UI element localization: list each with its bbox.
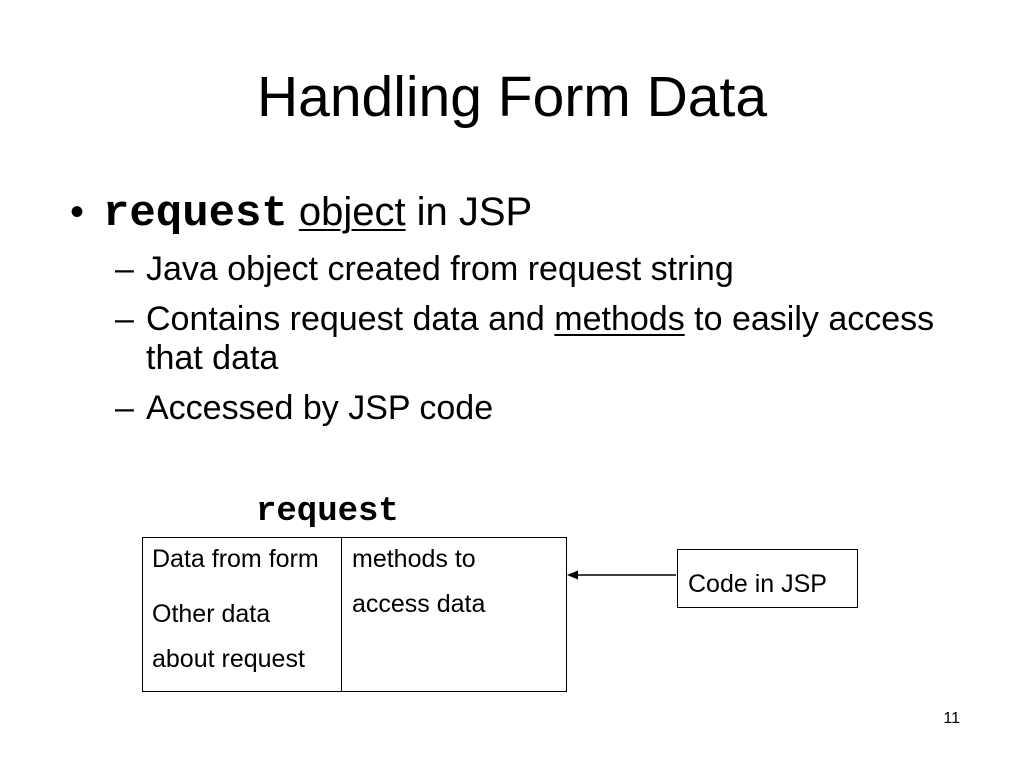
bullet-marker: • (70, 190, 85, 234)
slide-title: Handling Form Data (256, 65, 768, 129)
underlined-word-object: object (298, 190, 406, 234)
request-object-label: request (256, 493, 399, 531)
column-divider (341, 537, 342, 692)
code-word-request: request (103, 189, 288, 239)
sub-bullet-2: Contains request data and methods to eas… (146, 300, 966, 378)
right-cell-methods: methods to access data (352, 545, 486, 618)
left-cell-data-from-form: Data from form (152, 545, 319, 573)
request-object-box (142, 537, 567, 692)
underlined-word-methods: methods (554, 300, 685, 338)
bullet-rest-text: in JSP (416, 190, 533, 234)
left-cell-other-data: Other data about request (152, 600, 305, 673)
sub-bullet-1: Java object created from request string (146, 250, 734, 288)
sub-bullet-marker: – (115, 300, 134, 338)
sub-bullet-marker: – (115, 250, 134, 288)
sub-bullet-marker: – (115, 389, 134, 427)
sub-bullet-3: Accessed by JSP code (146, 389, 494, 427)
sub-bullet-2-pre: Contains request data and (146, 300, 555, 338)
page-number: 11 (943, 710, 960, 727)
arrow-left-icon (567, 570, 676, 580)
code-in-jsp-box (677, 549, 858, 608)
sub-bullet-2-post: to easily access that data (146, 300, 935, 377)
code-in-jsp-label: Code in JSP (688, 570, 827, 598)
